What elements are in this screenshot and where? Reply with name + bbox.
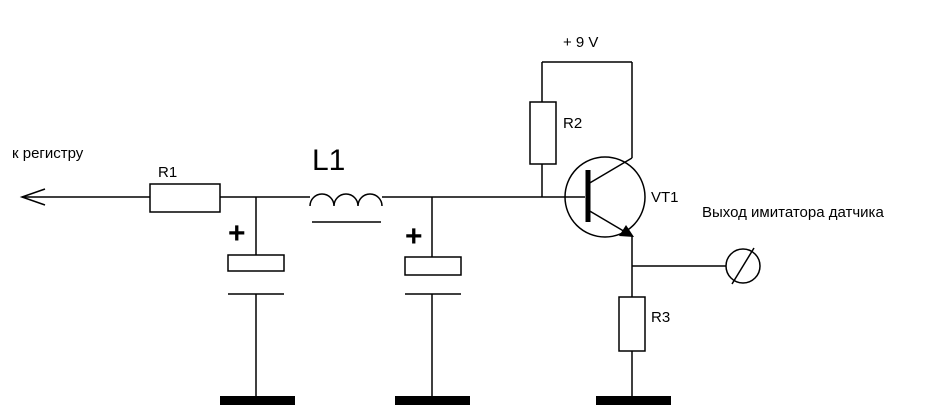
transistor-vt1 bbox=[564, 156, 646, 238]
output-terminal bbox=[632, 247, 761, 285]
plus-c1: + bbox=[228, 217, 246, 250]
label-vt1: VT1 bbox=[651, 189, 679, 206]
ground-c2 bbox=[395, 396, 470, 405]
resistor-r1 bbox=[149, 183, 221, 213]
label-to-register: к регистру bbox=[12, 145, 84, 162]
label-supply: + 9 V bbox=[563, 34, 598, 51]
label-r3: R3 bbox=[651, 309, 670, 326]
resistor-r2 bbox=[529, 101, 557, 165]
supply-rail bbox=[541, 61, 633, 158]
label-output: Выход имитатора датчика bbox=[702, 204, 884, 221]
label-r1: R1 bbox=[158, 164, 177, 181]
capacitor-c1 bbox=[220, 197, 295, 405]
plus-c2: + bbox=[405, 220, 423, 253]
inductor-l1 bbox=[309, 193, 383, 223]
ground-r3 bbox=[596, 396, 671, 405]
capacitor-c2 bbox=[395, 197, 470, 405]
resistor-r3 bbox=[618, 296, 646, 352]
ground-c1 bbox=[220, 396, 295, 405]
label-l1: L1 bbox=[312, 144, 345, 177]
output-arrow bbox=[19, 188, 150, 206]
label-r2: R2 bbox=[563, 115, 582, 132]
